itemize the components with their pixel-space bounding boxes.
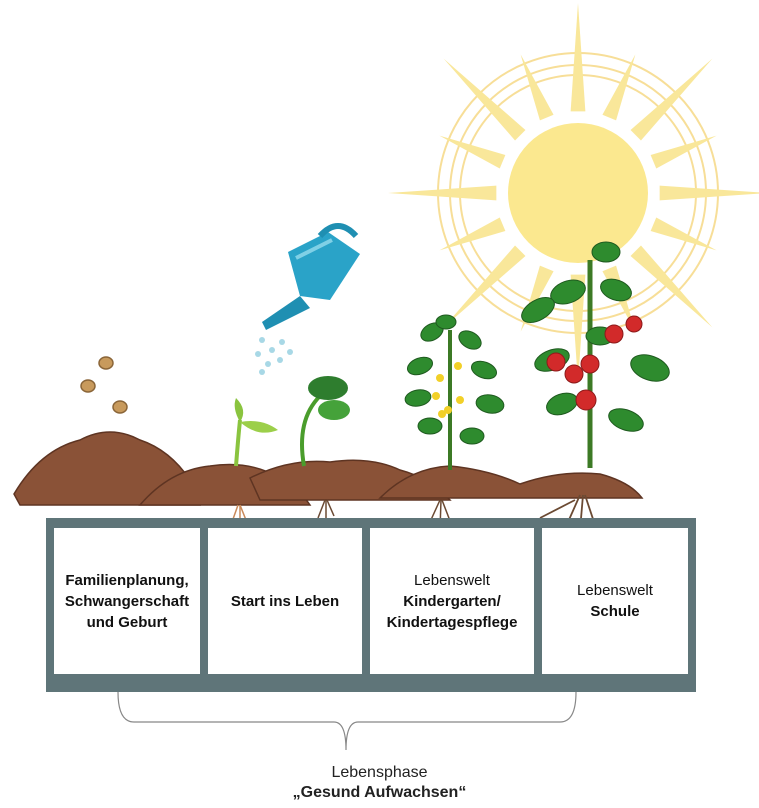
seeds-icon [80, 356, 128, 414]
stage-label-line: Schule [590, 603, 640, 620]
sun-ray [659, 185, 759, 201]
stage-label-line: Kindergarten/ [403, 592, 501, 610]
sun-ray [443, 58, 526, 141]
sun-ray [650, 135, 717, 169]
stage-box-family-planning: Familienplanung, Schwangerschaft und Geb… [54, 528, 200, 674]
watering-can-icon [255, 223, 360, 375]
sun-ray [439, 135, 506, 169]
stage-label-line: Schwangerschaft [64, 592, 190, 610]
sun-ray [570, 3, 586, 112]
stage-box-kindergarten: Lebenswelt Kindergarten/ Kindertagespfle… [370, 528, 534, 674]
phase-label: Lebensphase [331, 764, 428, 781]
stage-label-line: Familienplanung, [65, 571, 189, 589]
stage-label-line: Start ins Leben [230, 592, 340, 610]
sun-ray [630, 245, 713, 328]
phase-brace [117, 691, 577, 751]
stage-label-line: Lebenswelt [577, 582, 653, 599]
phase-title: „Gesund Aufwachsen“ [292, 784, 467, 801]
stage-box-school: Lebenswelt Schule [542, 528, 688, 674]
tomato-plant-icon [521, 241, 670, 555]
sun-ray [388, 185, 497, 201]
sun-ray [602, 54, 636, 121]
soil-bed [13, 431, 644, 506]
stage-box-start-in-life: Start ins Leben [208, 528, 362, 674]
sun-ray [439, 217, 506, 251]
sun-ray [520, 54, 554, 121]
stage-label-line: Lebenswelt [414, 571, 490, 589]
sun-ray [650, 217, 717, 251]
seedling-icon [300, 376, 350, 520]
flowering-plant-icon [404, 314, 505, 531]
stage-label-line: und Geburt [86, 613, 168, 631]
stage-label-line: Kindertagespflege [386, 613, 518, 631]
sun-icon [388, 3, 759, 383]
sun-ray [443, 245, 526, 328]
sun-ray [630, 58, 713, 141]
